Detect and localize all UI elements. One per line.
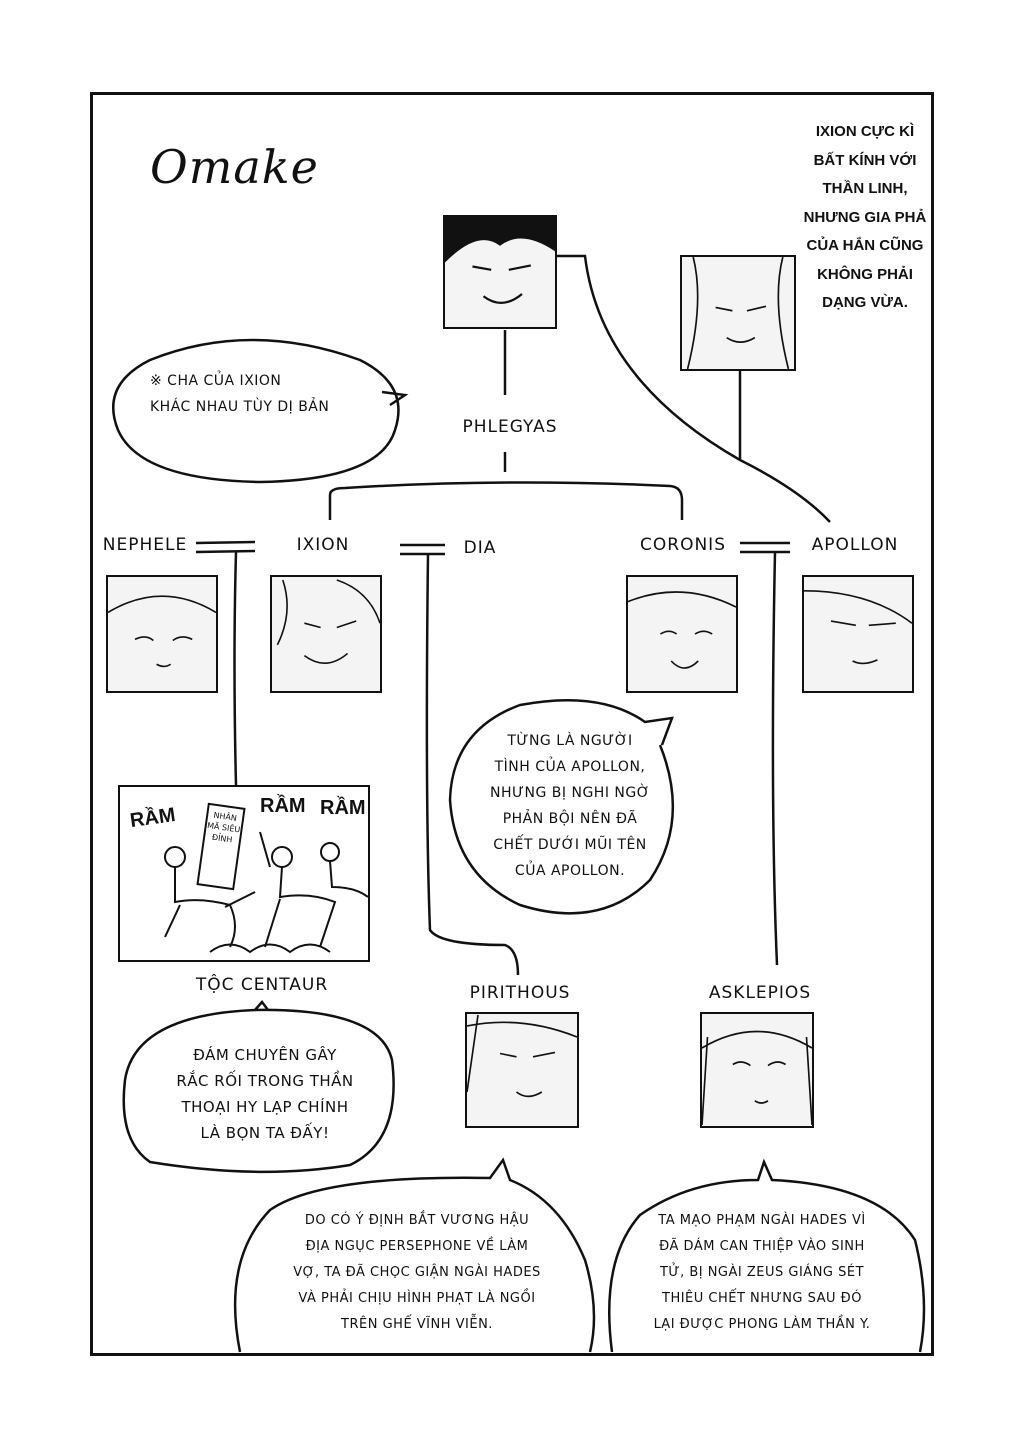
side-note-line: BẤT KÍNH VỚI xyxy=(813,151,917,169)
bubble-line: ĐỊA NGỤC PERSEPHONE VỀ LÀM xyxy=(305,1239,529,1254)
bubble-line: VỢ, TA ĐÃ CHỌC GIẬN NGÀI HADES xyxy=(293,1265,541,1280)
bubble-note: ※ CHA CỦA IXION KHÁC NHAU TÙY DỊ BẢN xyxy=(130,368,410,420)
portrait-pirithous xyxy=(465,1012,579,1128)
marriage-coronis-apollon xyxy=(740,541,790,554)
bubble-line: LÀ BỌN TA ĐẤY! xyxy=(200,1124,330,1142)
side-note-line: DẠNG VỪA. xyxy=(822,294,908,311)
portrait-ares xyxy=(443,215,557,329)
bubble-coronis: TỪNG LÀ NGƯỜI TÌNH CỦA APOLLON, NHƯNG BỊ… xyxy=(460,728,680,884)
bubble-line: CHẾT DƯỚI MŨI TÊN xyxy=(493,837,647,853)
page-title: Omake xyxy=(150,140,319,194)
bubble-line: ĐÃ DÁM CAN THIỆP VÀO SINH xyxy=(659,1239,865,1254)
line-to-pirithous xyxy=(425,553,520,976)
bubble-asklepios-outline xyxy=(607,1158,926,1353)
bubble-line: TA MẠO PHẠM NGÀI HADES VÌ xyxy=(658,1213,866,1228)
label-phlegyas: PHLEGYAS xyxy=(462,417,558,437)
side-note: IXION CỰC KÌ BẤT KÍNH VỚI THẦN LINH, NHƯ… xyxy=(800,118,930,318)
label-ixion: IXION xyxy=(296,535,350,555)
label-dia: DIA xyxy=(463,538,497,558)
bubble-line: RẮC RỐI TRONG THẦN xyxy=(176,1072,354,1090)
line-to-asklepios xyxy=(771,551,779,966)
bubble-line: TỬ, BỊ NGÀI ZEUS GIÁNG SÉT xyxy=(659,1265,865,1280)
sfx-text: RẦM xyxy=(260,795,306,817)
bubble-line: KHÁC NHAU TÙY DỊ BẢN xyxy=(150,399,330,415)
label-centaur: TỘC CENTAUR xyxy=(195,975,329,995)
label-asklepios: ASKLEPIOS xyxy=(708,983,812,1003)
bubble-line: THOẠI HY LẠP CHÍNH xyxy=(181,1098,349,1116)
bubble-pirithous-outline xyxy=(233,1157,596,1353)
bubble-centaur: ĐÁM CHUYÊN GÂY RẮC RỐI TRONG THẦN THOẠI … xyxy=(140,1042,390,1146)
centaur-panel: RẦM RẦM RẦM NHÂN MÃ SIÊU ĐỈNH xyxy=(118,785,370,962)
side-note-line: NHƯNG GIA PHẢ xyxy=(803,208,927,226)
side-note-line: THẦN LINH, xyxy=(822,180,908,197)
bubble-line: NHƯNG BỊ NGHI NGỜ xyxy=(490,785,650,801)
bubble-coronis-outline xyxy=(448,698,675,915)
bubble-line: ※ CHA CỦA IXION xyxy=(150,373,282,389)
bubble-line: THIÊU CHẾT NHƯNG SAU ĐÓ xyxy=(662,1291,862,1306)
sfx-text: RẦM xyxy=(320,797,366,819)
portrait-coronis xyxy=(626,575,738,693)
line-ares-apollon xyxy=(557,254,831,523)
bubble-line: DO CÓ Ý ĐỊNH BẮT VƯƠNG HẬU xyxy=(304,1213,530,1228)
bubble-centaur-outline xyxy=(122,1000,395,1174)
side-note-line: CỦA HẮN CŨNG xyxy=(806,237,924,254)
bubble-line: TRÊN GHẾ VĨNH VIỄN. xyxy=(341,1317,493,1332)
label-apollon: APOLLON xyxy=(811,535,899,555)
label-pirithous: PIRITHOUS xyxy=(469,983,571,1003)
bubble-line: PHẢN BỘI NÊN ĐÃ xyxy=(502,811,638,827)
line-to-centaur xyxy=(233,551,238,786)
portrait-ixion xyxy=(270,575,382,693)
label-nephele: NEPHELE xyxy=(102,535,188,555)
bracket-phlegyas-children xyxy=(328,481,684,520)
centaur-drawing xyxy=(164,831,368,954)
bubble-note-tail xyxy=(381,390,409,407)
side-note-line: KHÔNG PHẢI xyxy=(817,265,913,283)
portrait-apollon xyxy=(802,575,914,693)
page-frame xyxy=(90,92,934,1356)
bubble-line: ĐÁM CHUYÊN GÂY xyxy=(193,1046,337,1064)
portrait-nephele xyxy=(106,575,218,693)
bubble-note-outline xyxy=(112,338,400,484)
portrait-zeus xyxy=(680,255,796,371)
bubble-asklepios: TA MẠO PHẠM NGÀI HADES VÌ ĐÃ DÁM CAN THI… xyxy=(612,1208,912,1338)
bubble-line: TỪNG LÀ NGƯỜI xyxy=(507,733,633,749)
portrait-asklepios xyxy=(700,1012,814,1128)
label-coronis: CORONIS xyxy=(640,535,726,555)
bubble-line: LẠI ĐƯỢC PHONG LÀM THẦN Y. xyxy=(653,1317,871,1332)
bubble-line: CỦA APOLLON. xyxy=(514,863,626,879)
side-note-line: IXION CỰC KÌ xyxy=(815,123,915,140)
marriage-ixion-dia xyxy=(400,543,445,556)
marriage-nephele-ixion xyxy=(195,540,256,554)
bubble-line: VÀ PHẢI CHỊU HÌNH PHẠT LÀ NGỒI xyxy=(298,1291,536,1306)
bubble-pirithous: DO CÓ Ý ĐỊNH BẮT VƯƠNG HẬU ĐỊA NGỤC PERS… xyxy=(262,1208,572,1338)
bubble-line: TÌNH CỦA APOLLON, xyxy=(494,759,646,775)
